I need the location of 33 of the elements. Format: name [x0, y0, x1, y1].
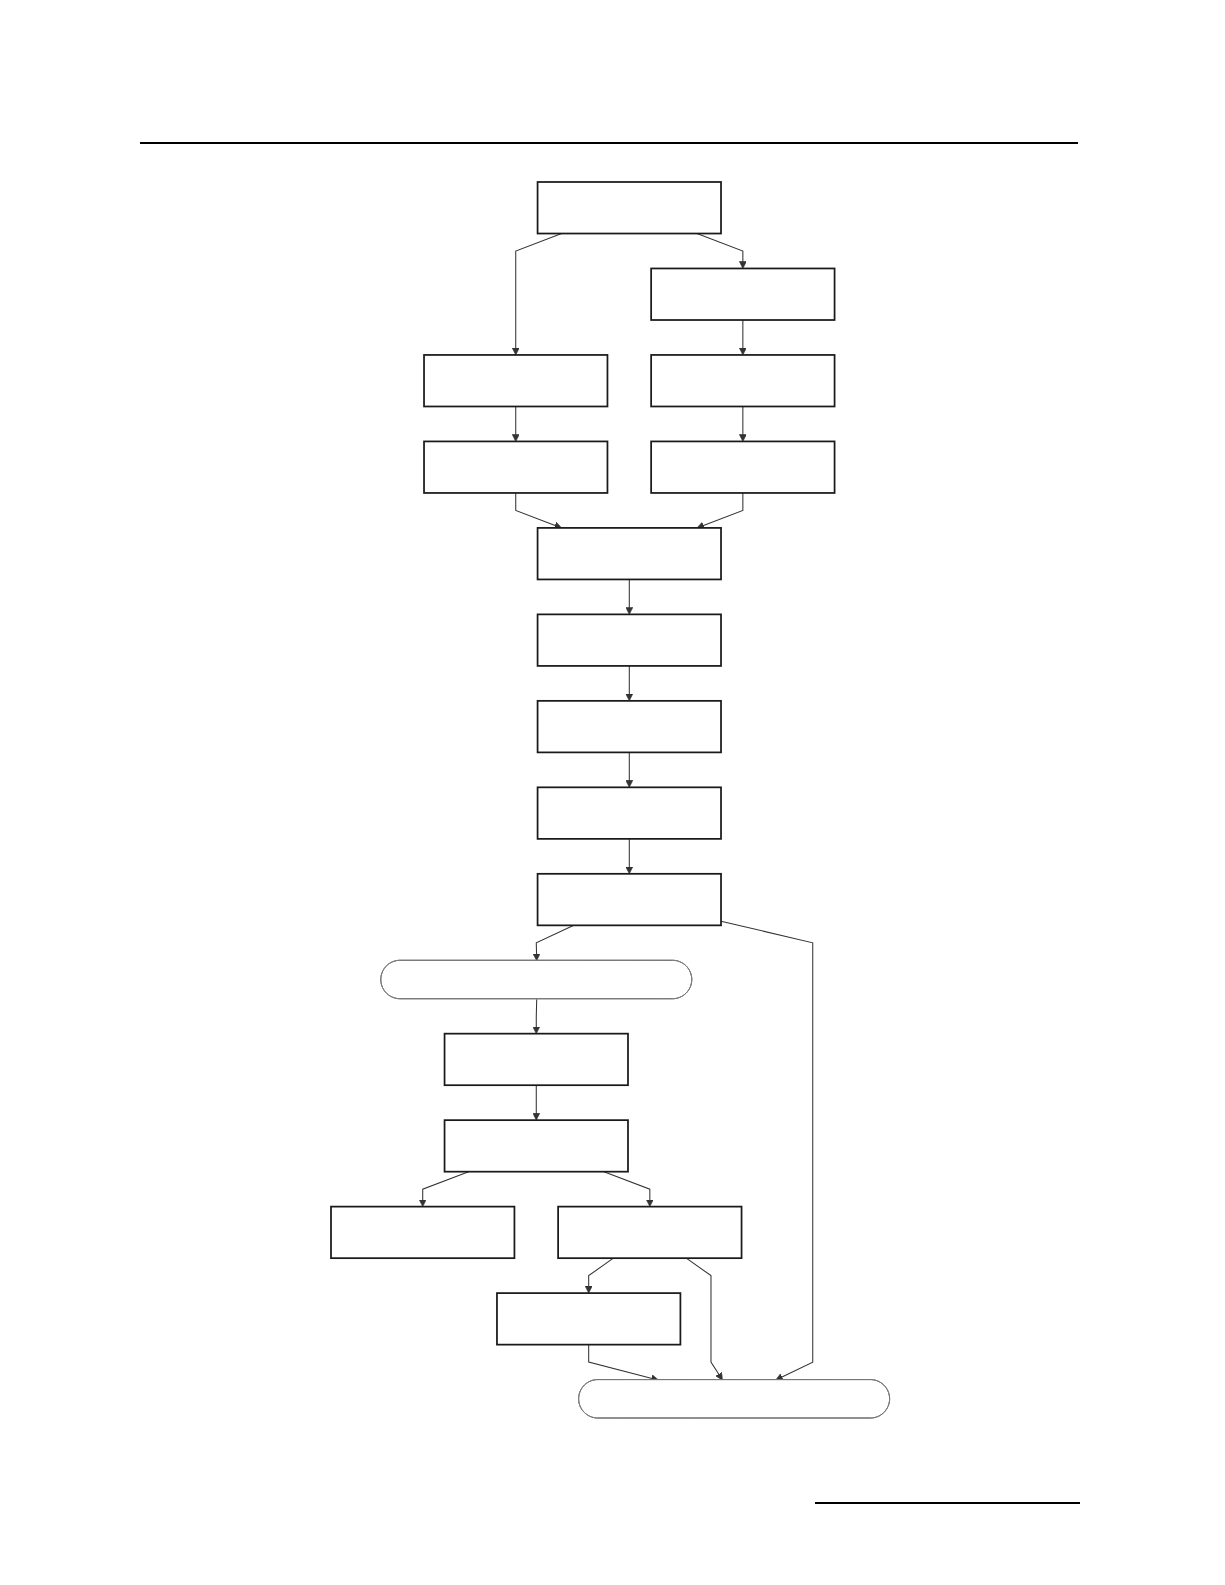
process-box: [649, 440, 836, 494]
arrow: [696, 233, 747, 269]
arrow: [532, 1084, 540, 1121]
terminal-shape: [577, 1379, 890, 1419]
process-box: [536, 527, 722, 581]
arrow: [720, 920, 813, 1381]
terminal-shape: [380, 959, 692, 1000]
arrow: [625, 578, 633, 615]
process-box: [536, 700, 722, 754]
process-box: [536, 872, 722, 927]
process-box: [649, 267, 836, 321]
process-box: [422, 354, 609, 408]
process-box: [495, 1292, 681, 1346]
arrow: [738, 405, 747, 442]
process-box: [556, 1205, 743, 1260]
process-box: [536, 181, 722, 235]
arrow: [532, 998, 540, 1034]
arrow: [685, 1257, 723, 1381]
arrow: [532, 924, 575, 962]
arrow: [584, 1257, 614, 1294]
process-box: [329, 1205, 515, 1260]
arrow: [511, 405, 520, 442]
process-box: [422, 440, 609, 494]
process-box: [536, 613, 722, 667]
arrow: [625, 751, 633, 788]
arrow: [625, 665, 633, 702]
arrow: [511, 233, 562, 356]
process-box: [443, 1119, 629, 1173]
arrow: [625, 838, 633, 875]
process-box: [536, 786, 722, 840]
process-box: [649, 354, 836, 408]
process-box: [443, 1032, 629, 1087]
arrow: [738, 319, 747, 356]
